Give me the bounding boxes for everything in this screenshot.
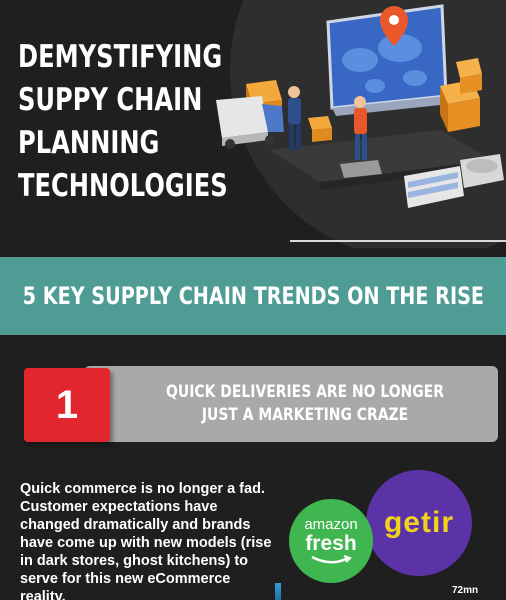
trend-bar	[84, 366, 498, 442]
getir-logo-text: getir	[383, 506, 454, 539]
delivery-truck-icon	[216, 96, 284, 149]
freight-train-icon	[404, 154, 504, 208]
title-line-4: TECHNOLOGIES	[18, 168, 228, 204]
side-label-strip	[275, 583, 281, 600]
fresh-logo-text: fresh	[305, 532, 357, 555]
trend-heading: QUICK DELIVERIES ARE NO LONGER JUST A MA…	[112, 366, 498, 442]
getir-logo: getir	[366, 470, 472, 576]
title-line-2: SUPPY CHAIN	[18, 82, 203, 118]
supply-chain-illustration	[216, 4, 504, 208]
amazon-logo-text: amazon	[304, 516, 358, 533]
banner-heading-text: 5 KEY SUPPLY CHAIN TRENDS ON THE RISE	[22, 282, 484, 310]
title-line-1: DEMYSTIFYING	[18, 39, 223, 75]
amazon-smile-icon	[311, 555, 352, 564]
map-pin-icon	[380, 6, 408, 46]
section-banner: 5 KEY SUPPLY CHAIN TRENDS ON THE RISE	[0, 257, 506, 335]
banner-heading: 5 KEY SUPPLY CHAIN TRENDS ON THE RISE	[0, 257, 506, 335]
trend-number-badge: 1	[24, 368, 110, 442]
trend-description: Quick commerce is no longer a fad. Custo…	[20, 481, 272, 600]
trend-item-1: 1 QUICK DELIVERIES ARE NO LONGER JUST A …	[24, 366, 498, 442]
title-line-3: PLANNING	[18, 125, 160, 161]
worker-icon	[288, 86, 367, 160]
hero-section: DEMYSTIFYING SUPPY CHAIN PLANNING TECHNO…	[0, 0, 506, 248]
stat-value: 72mn	[452, 585, 479, 596]
page-title: DEMYSTIFYING SUPPY CHAIN PLANNING TECHNO…	[18, 36, 228, 208]
trend-heading-text: QUICK DELIVERIES ARE NO LONGER JUST A MA…	[166, 382, 444, 425]
amazon-fresh-logo: amazon fresh	[289, 499, 373, 583]
hero-divider	[290, 240, 506, 242]
